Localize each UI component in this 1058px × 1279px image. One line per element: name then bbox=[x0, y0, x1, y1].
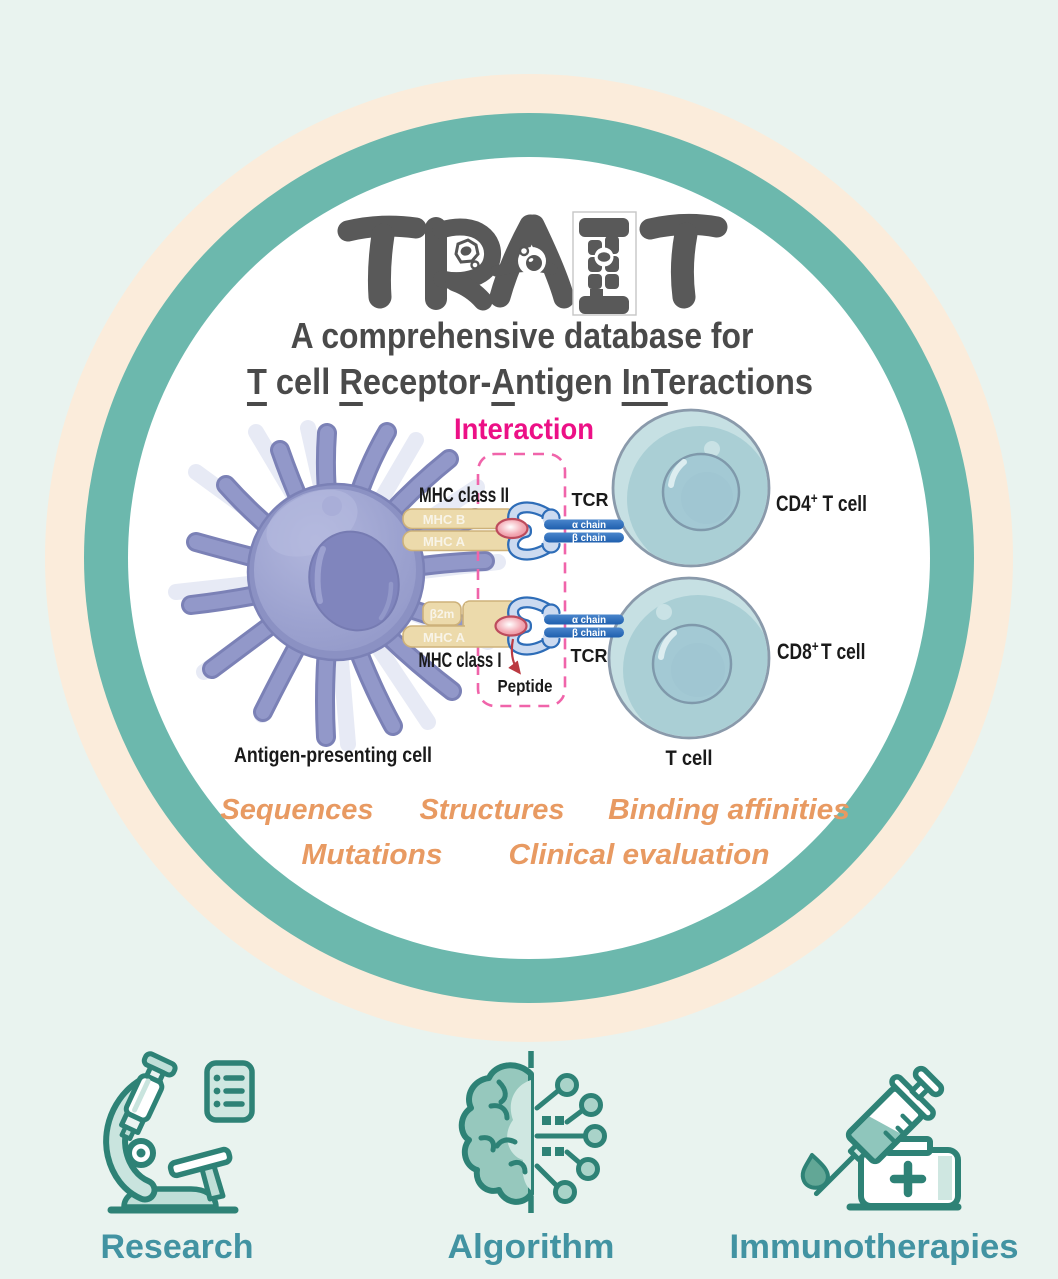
beta-chain-label-top: β chain bbox=[572, 532, 606, 544]
keyword-text: Structures bbox=[419, 794, 565, 826]
beta-chain-bar-top bbox=[544, 532, 624, 543]
apc-body bbox=[246, 482, 426, 662]
alpha-chain-label-bottom: α chain bbox=[572, 614, 606, 626]
tcr-label-top: TCR bbox=[572, 490, 609, 510]
keyword-sequences: Sequences bbox=[220, 795, 373, 826]
footer-label-text: Research bbox=[100, 1228, 254, 1266]
tcell-label: T cell bbox=[666, 747, 713, 770]
mhc-class1-complex: β2m MHC A α chain β chain bbox=[402, 596, 624, 656]
footer-label-text: Algorithm bbox=[447, 1228, 615, 1266]
text-segment: eceptor- bbox=[362, 361, 492, 402]
trait-logo: TRAIT bbox=[337, 211, 728, 316]
tcr-label-bottom: TCR bbox=[571, 646, 608, 666]
cd8-label: CD8+T cell bbox=[777, 638, 865, 665]
headline-line2: T cell Receptor-Antigen InTeractions bbox=[217, 361, 842, 406]
keyword-text: Sequences bbox=[220, 794, 374, 826]
footer-label-research: Research bbox=[100, 1229, 253, 1265]
syringe-icon bbox=[800, 1065, 962, 1211]
svg-text:CD4+ T cell: CD4+ T cell bbox=[776, 490, 867, 517]
keyword-binding-affinities: Binding affinities bbox=[608, 795, 850, 826]
alpha-chain-label-top: α chain bbox=[572, 519, 606, 531]
brain-circuit-icon bbox=[458, 1051, 607, 1225]
interaction-zone-box bbox=[476, 452, 567, 708]
mhc-b-label: MHC B bbox=[423, 512, 466, 527]
cd8-t-cell bbox=[607, 576, 771, 740]
keyword-mutations: Mutations bbox=[301, 839, 443, 871]
cd4-label: CD4+ T cell bbox=[776, 490, 867, 517]
peptide-top bbox=[495, 517, 529, 540]
keyword-structures: Structures bbox=[419, 795, 564, 826]
keyword-text: Mutations bbox=[301, 839, 443, 871]
footer-label-immunotherapies: Immunotherapies bbox=[729, 1228, 1019, 1266]
cd4-t-cell bbox=[611, 408, 771, 568]
b2m-label: β2m bbox=[430, 607, 455, 621]
peptide-label: Peptide bbox=[498, 676, 553, 696]
text-segment: ntigen bbox=[514, 361, 622, 402]
text-segment: cell bbox=[266, 361, 340, 402]
interaction-label: Interaction bbox=[454, 413, 594, 446]
footer-label-text: Immunotherapies bbox=[729, 1228, 1019, 1266]
logo-a-cell-art bbox=[518, 245, 546, 275]
underlined-segment: R bbox=[339, 361, 363, 406]
alpha-chain-bar-bottom bbox=[544, 614, 624, 625]
headline-line1-text: A comprehensive database for bbox=[290, 315, 754, 356]
peptide-arrow bbox=[508, 638, 522, 675]
peptide-bottom bbox=[494, 615, 528, 637]
logo-r-cell-art bbox=[454, 238, 480, 270]
alpha-chain-bar-top bbox=[544, 519, 624, 530]
text-segment: eractions bbox=[668, 361, 814, 402]
underlined-segment: InT bbox=[621, 361, 669, 406]
beta-chain-label-bottom: β chain bbox=[572, 627, 606, 639]
mhc-class2-title: MHC class II bbox=[419, 484, 509, 507]
beta-chain-bar-bottom bbox=[544, 627, 624, 638]
footer-label-algorithm: Algorithm bbox=[447, 1228, 615, 1266]
underlined-segment: T bbox=[246, 361, 267, 406]
keyword-text: Clinical evaluation bbox=[508, 839, 770, 871]
microscope-icon bbox=[103, 1051, 255, 1214]
mhc-class1-title: MHC class I bbox=[419, 649, 502, 672]
keyword-clinical-evaluation: Clinical evaluation bbox=[508, 840, 769, 871]
keyword-text: Binding affinities bbox=[608, 794, 850, 826]
headline-line1: A comprehensive database for bbox=[261, 315, 784, 356]
apc-label: Antigen-presenting cell bbox=[234, 744, 432, 767]
logo-letter-i bbox=[572, 211, 637, 316]
interaction-diagram: Interaction MHC B bbox=[168, 408, 867, 770]
mhc-class2-complex: MHC B MHC A α chain β chain bbox=[402, 501, 624, 561]
underlined-segment: A bbox=[491, 361, 515, 406]
headline-line2-text: T cell Receptor-Antigen InTeractions bbox=[246, 361, 814, 406]
mhc-a-label-class2: MHC A bbox=[423, 534, 466, 549]
svg-text:CD8+T cell: CD8+T cell bbox=[777, 638, 865, 665]
mhc-a-label-class1: MHC A bbox=[423, 630, 466, 645]
